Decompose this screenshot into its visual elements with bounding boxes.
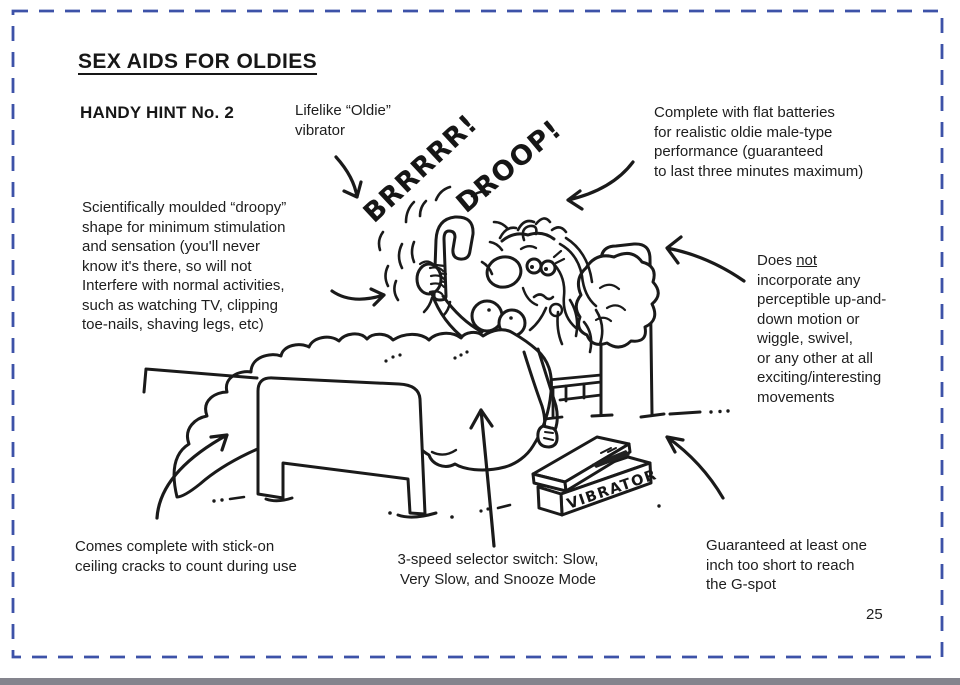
callout-g-spot: Guaranteed at least one inch too short t… (706, 537, 867, 593)
arrow-ceiling-cracks (155, 433, 229, 520)
arrow-lifelike-vibrator (334, 155, 363, 199)
fist (415, 262, 443, 296)
arrow-g-spot (665, 435, 725, 500)
arrow-flat-batteries (566, 160, 635, 211)
dashed-page-border (11, 9, 944, 659)
does-not-underlined: not (796, 252, 818, 269)
does-not-prefix: Does (757, 252, 797, 269)
callout-lifelike-vibrator: Lifelike “Oldie” vibrator (295, 102, 391, 139)
handy-hint-heading: HANDY HINT No. 2 (80, 103, 235, 122)
callout-speed-selector: 3-speed selector switch: Slow, Very Slow… (397, 551, 599, 588)
arrow-speed-selector (469, 408, 496, 548)
callout-ceiling-cracks: Comes complete with stick-on ceiling cra… (75, 538, 297, 575)
page-number: 25 (866, 606, 883, 623)
callout-does-not-incorporate: Does not incorporate any perceptible up-… (757, 251, 886, 407)
nose (485, 255, 523, 289)
arrow-does-not (665, 235, 746, 283)
eye-left (525, 257, 543, 275)
bed-footboard (142, 367, 438, 519)
callout-flat-batteries: Complete with flat batteries for realist… (654, 104, 864, 180)
vibration-lines (377, 185, 510, 318)
eye-right (539, 259, 557, 277)
scan-edge-band (0, 678, 960, 685)
vibrator-box (531, 435, 653, 517)
floor-marks (212, 495, 661, 519)
does-not-rest: incorporate any perceptible up-and- down… (757, 271, 887, 406)
bed-side-rail (543, 373, 603, 421)
page-title: SEX AIDS FOR OLDIES (78, 50, 318, 73)
pillow (574, 251, 660, 349)
callout-droopy-shape: Scientifically moulded “droopy” shape fo… (82, 199, 287, 333)
mouth (532, 293, 555, 301)
hanging-arm (522, 347, 559, 449)
callout-arrows (155, 155, 746, 548)
arrow-droopy-shape (330, 287, 386, 307)
